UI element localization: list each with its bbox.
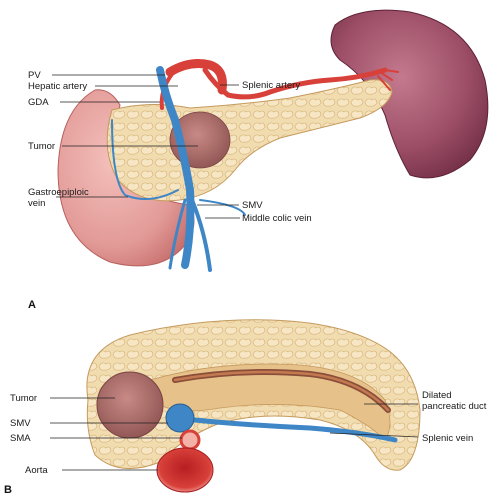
label-dilated: Dilated	[422, 390, 452, 401]
label-smv-a: SMV	[242, 200, 263, 211]
label-aorta: Aorta	[25, 465, 48, 476]
spleen	[330, 9, 489, 179]
smv-b	[165, 403, 195, 433]
label-gastroepiploic-vein: vein	[28, 198, 45, 209]
aorta	[156, 447, 214, 493]
label-middle-colic-vein: Middle colic vein	[242, 213, 312, 224]
label-splenic-vein: Splenic vein	[422, 433, 473, 444]
panel-a-illustration: PV Hepatic artery GDA Tumor Gastroepiplo…	[28, 9, 489, 311]
label-gastroepiploic: Gastroepiploic	[28, 187, 89, 198]
panel-b-letter: B	[4, 484, 12, 496]
label-tumor-b: Tumor	[10, 393, 37, 404]
veins-a	[111, 66, 246, 272]
label-sma: SMA	[10, 433, 31, 444]
panel-a-letter: A	[28, 299, 36, 311]
sma	[179, 429, 201, 451]
label-splenic-artery: Splenic artery	[242, 80, 300, 91]
label-gda: GDA	[28, 97, 49, 108]
pancreas-a	[106, 79, 393, 202]
label-hepatic-artery: Hepatic artery	[28, 81, 87, 92]
panel-b-illustration: Tumor SMV SMA Aorta Dilated pancreatic d…	[4, 319, 487, 496]
label-pv: PV	[28, 70, 41, 81]
label-smv-b: SMV	[10, 418, 31, 429]
tumor-b	[96, 371, 164, 439]
label-pancreatic-duct: pancreatic duct	[422, 401, 487, 412]
label-tumor-a: Tumor	[28, 141, 55, 152]
